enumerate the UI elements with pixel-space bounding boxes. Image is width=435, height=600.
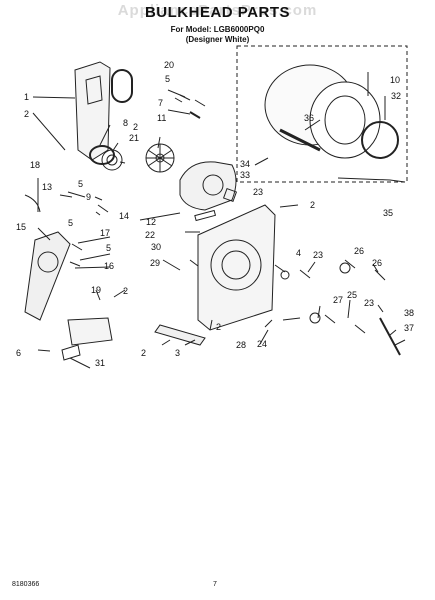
callout-23a: 23: [313, 250, 323, 260]
page-number: 7: [213, 581, 217, 588]
part-25-bolt: [374, 269, 386, 281]
part-14-panel: [24, 231, 71, 321]
callout-4: 4: [296, 248, 301, 258]
callout-11: 12: [146, 217, 156, 227]
part-35-baffle: [279, 128, 321, 152]
callout-2f: 2: [216, 322, 221, 332]
callout-2c: 2: [310, 200, 315, 210]
callout-17: 18: [30, 160, 40, 170]
callout-27: 28: [236, 340, 246, 350]
part-23-clips: [299, 269, 366, 334]
drum-group-box: [236, 45, 408, 183]
callout-18: 19: [91, 285, 101, 295]
part-29-inner-ring: [221, 250, 251, 280]
callout-2d: 2: [123, 286, 128, 296]
model-line: For Model: LGB6000PQ0: [170, 25, 265, 34]
callout-29: 30: [151, 242, 161, 252]
callout-2b: 2: [133, 122, 138, 132]
callout-5a: 5: [165, 74, 170, 84]
callout-25: 26: [372, 258, 382, 268]
callout-26a: 26: [354, 246, 364, 256]
callout-3: 3: [175, 348, 180, 358]
drum-opening: [324, 95, 366, 145]
callout-26b: 27: [333, 295, 343, 305]
callout-2e: 2: [141, 348, 146, 358]
callout-8: 9: [86, 192, 91, 202]
doc-number: 8180366: [12, 581, 40, 588]
part-26-roller-b: [309, 312, 321, 324]
part-29-bulkhead: [197, 204, 276, 331]
part-11-port: [202, 174, 224, 196]
callout-19: 20: [164, 60, 174, 70]
diagram-title: BULKHEAD PARTS: [144, 4, 291, 21]
callout-32: 33: [240, 170, 250, 180]
callout-1: 1: [24, 92, 29, 102]
callout-31: 32: [391, 91, 401, 101]
callout-5e: 6: [16, 348, 21, 358]
part-20-housing: [101, 149, 123, 171]
part-11-housing: [179, 161, 237, 211]
callout-21: 22: [145, 230, 155, 240]
drum-front: [309, 81, 381, 159]
part-18-tube: [67, 317, 113, 346]
callout-28: 29: [150, 258, 160, 268]
callout-37: 38: [404, 308, 414, 318]
callout-9: 10: [390, 75, 400, 85]
part-16-15-clips: [69, 243, 83, 267]
part-38-seal: [111, 69, 133, 103]
variant-line: (Designer White): [185, 35, 250, 44]
part-31-seal: [361, 121, 399, 159]
callout-35: 36: [304, 113, 314, 123]
model-info: For Model: LGB6000PQ0 (Designer White): [0, 25, 435, 45]
callout-34: 35: [383, 208, 393, 218]
part-6-clip: [189, 111, 201, 119]
callout-2a: 2: [24, 109, 29, 119]
leader-lines: [32, 72, 406, 369]
part-10-blades: [146, 144, 174, 172]
part-30-bracket: [61, 344, 81, 361]
callout-5d: 5: [106, 243, 111, 253]
callout-10: 11: [157, 113, 166, 123]
callout-labels: 1 2 2 2 2 2 2 3 4 5 5 5 5 6 7 8 9 10 11 …: [16, 60, 414, 368]
callout-6: 7: [158, 98, 163, 108]
part-20-hub: [106, 154, 118, 166]
callout-33: 34: [240, 159, 250, 169]
part-17-wire: [24, 194, 41, 213]
part-22-gasket: [222, 187, 238, 203]
part-36-rod: [379, 317, 401, 356]
callout-5c: 5: [68, 218, 73, 228]
callout-36: 37: [404, 323, 414, 333]
part-14-grille: [37, 251, 59, 273]
callout-15: 16: [104, 261, 114, 271]
callout-7: 8: [123, 118, 128, 128]
callout-20: 21: [129, 133, 139, 143]
callout-22: 23: [253, 187, 263, 197]
callout-30: 31: [95, 358, 105, 368]
part-21-strip: [194, 209, 217, 222]
part-1-opening: [85, 75, 103, 105]
watermark: AppliancePartsPros.com: [117, 2, 318, 19]
part-29-drum-opening: [210, 239, 262, 291]
callout-16: 17: [100, 228, 110, 238]
callout-14: 15: [16, 222, 26, 232]
callout-12: 13: [42, 182, 52, 192]
callout-5b: 5: [78, 179, 83, 189]
callout-23b: 23: [364, 298, 374, 308]
part-12-13-screws: [67, 191, 109, 213]
callout-23c: 24: [257, 339, 267, 349]
part-4-washer: [280, 270, 290, 280]
callout-13: 14: [119, 211, 129, 221]
part-26-roller-a: [339, 262, 351, 274]
part-3-rail: [154, 324, 206, 346]
callout-24: 25: [347, 290, 357, 300]
